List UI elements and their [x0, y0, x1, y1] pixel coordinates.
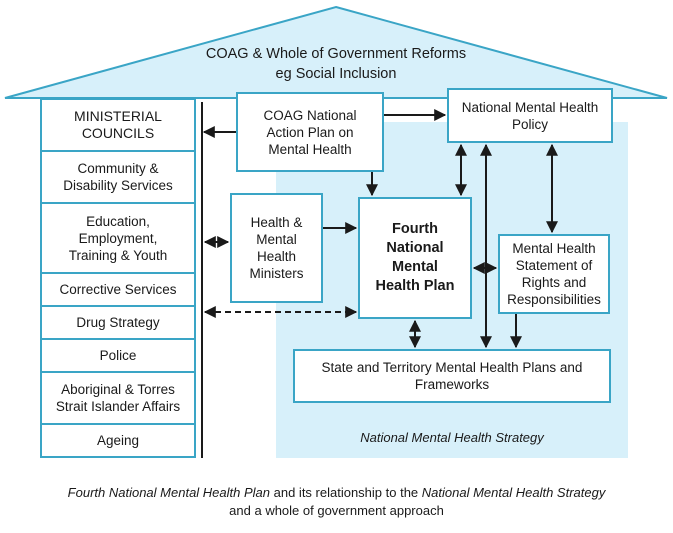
roof-title: COAG & Whole of Government Reforms eg So…	[205, 46, 467, 82]
council-police: Police	[42, 340, 194, 373]
health-ministers-box: Health & Mental Health Ministers	[230, 193, 323, 303]
caption-line-2: and a whole of government approach	[229, 503, 444, 518]
council-education: Education, Employment, Training & Youth	[42, 204, 194, 274]
caption-line-1: Fourth National Mental Health Plan and i…	[0, 484, 673, 502]
figure-caption: Fourth National Mental Health Plan and i…	[0, 484, 673, 520]
state-plans-box: State and Territory Mental Health Plans …	[293, 349, 611, 403]
caption-italic-strategy: National Mental Health Strategy	[421, 485, 606, 500]
strategy-label: National Mental Health Strategy	[360, 430, 544, 445]
ministerial-header: MINISTERIAL COUNCILS	[42, 100, 194, 152]
council-drug-strategy: Drug Strategy	[42, 307, 194, 340]
council-aboriginal: Aboriginal & Torres Strait Islander Affa…	[42, 373, 194, 425]
caption-text: and its relationship to the	[270, 485, 422, 500]
national-policy-box: National Mental Health Policy	[447, 88, 613, 143]
ministerial-councils-panel: MINISTERIAL COUNCILS Community & Disabil…	[40, 98, 196, 458]
council-community-disability: Community & Disability Services	[42, 152, 194, 204]
council-ageing: Ageing	[96, 433, 140, 448]
fourth-plan-box: Fourth National Mental Health Plan	[358, 197, 472, 319]
statement-rights-box: Mental Health Statement of Rights and Re…	[498, 234, 610, 314]
council-corrective: Corrective Services	[42, 274, 194, 307]
caption-italic-plan: Fourth National Mental Health Plan	[67, 485, 271, 500]
coag-action-plan-box: COAG National Action Plan on Mental Heal…	[236, 92, 384, 172]
